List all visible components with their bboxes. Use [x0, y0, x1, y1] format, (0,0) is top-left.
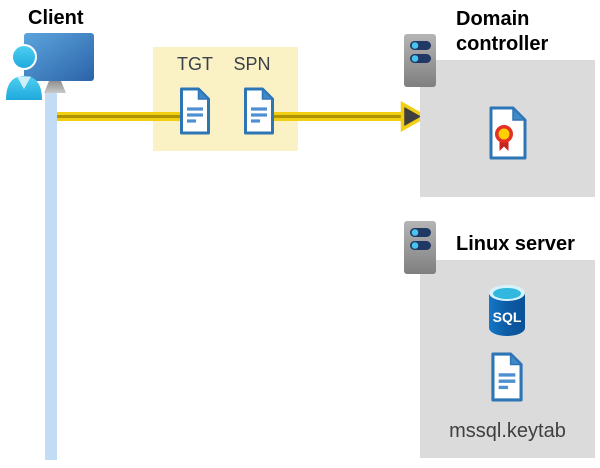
tgt-label: TGT — [177, 54, 213, 74]
keytab-document-icon — [491, 352, 523, 402]
flow-arrow-line-left — [57, 112, 190, 121]
client-title: Client — [28, 7, 84, 29]
sql-icon-label: SQL — [493, 309, 522, 325]
person-head — [11, 44, 37, 70]
domain-controller-title: Domain controller — [456, 8, 549, 55]
person-collar — [17, 76, 31, 89]
spn-label: SPN — [233, 54, 271, 74]
linux-server-title: Linux server — [456, 233, 575, 255]
flow-arrow-head — [400, 101, 427, 132]
domain-controller-server-icon — [404, 34, 436, 87]
sql-database-icon: SQL — [489, 285, 525, 336]
certificate-icon — [489, 106, 527, 160]
linux-server-server-icon — [404, 221, 436, 274]
keytab-file-label: mssql.keytab — [449, 420, 566, 442]
monitor-icon — [24, 33, 94, 81]
tgt-document-icon — [180, 87, 211, 135]
flow-arrow-line-right — [262, 112, 405, 121]
client-timeline-line — [45, 93, 57, 460]
monitor-stand — [44, 81, 66, 93]
spn-document-icon — [244, 87, 275, 135]
person-at-computer-icon — [6, 33, 94, 100]
